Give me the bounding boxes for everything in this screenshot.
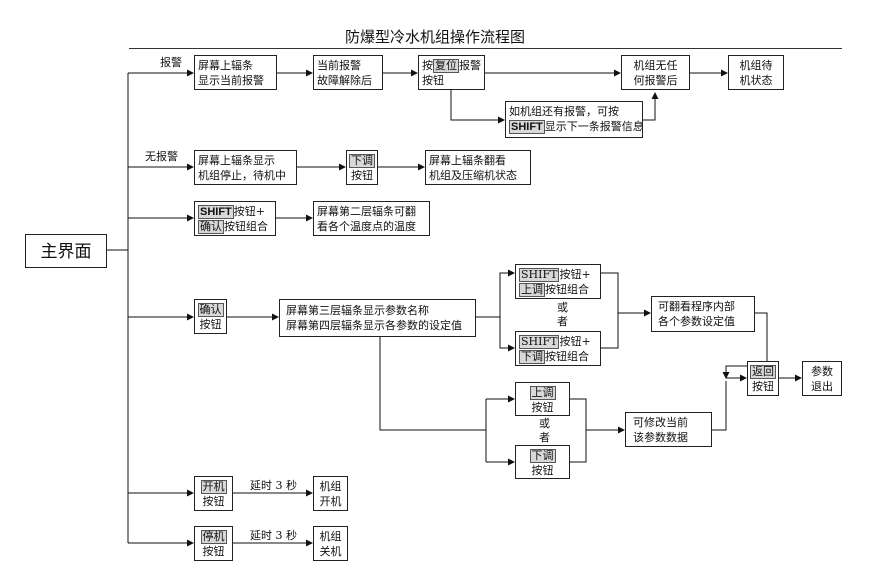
exit-params-box: 参数 退出 <box>802 361 842 396</box>
or-label-2: 者 <box>539 431 550 444</box>
modify-param-box: 可修改当前 该参数数据 <box>625 412 712 447</box>
unit-on-line2: 开机 <box>319 495 342 508</box>
return-button-box: 返回 按钮 <box>747 361 779 396</box>
start-button-label: 按钮 <box>202 495 225 508</box>
down-suffix: 按钮组合 <box>545 350 589 363</box>
confirm-button-label: 按钮 <box>199 318 222 331</box>
standby-line2: 机状态 <box>739 74 773 87</box>
main-interface-label: 主界面 <box>40 242 92 262</box>
temperature-view-line1: 屏幕第二层辐条可翻 <box>317 205 416 218</box>
temperature-view-box: 屏幕第二层辐条可翻 看各个温度点的温度 <box>313 201 430 236</box>
exit-params-line2: 退出 <box>811 380 833 393</box>
start-delay-label: 延时 3 秒 <box>250 479 297 492</box>
no-alarm-unit-line2: 何报警后 <box>633 74 678 87</box>
more-alarms-line2: 显示下一条报警信息 <box>544 120 643 133</box>
stop-key[interactable]: 停机 <box>200 530 227 544</box>
confirm-button-box: 确认 按钮 <box>194 299 227 334</box>
page-title: 防爆型冷水机组操作流程图 <box>344 28 525 46</box>
or-label: 或 <box>557 301 568 314</box>
alarm-cleared-line2: 故障解除后 <box>317 74 372 87</box>
stop-delay-label: 延时 3 秒 <box>250 529 297 542</box>
shift-suffix: 按钮+ <box>233 205 265 218</box>
parameter-screens-box: 屏幕第三层辐条显示参数名称 屏幕第四层辐条显示各参数的设定值 <box>279 299 476 337</box>
browse-params-line1: 可翻看程序内部 <box>658 300 735 313</box>
press-prefix: 按 <box>422 59 433 72</box>
unit-off-line1: 机组 <box>319 530 342 543</box>
return-key[interactable]: 返回 <box>750 365 776 379</box>
unit-status-line1: 屏幕上辐条翻看 <box>429 154 506 167</box>
standby-box: 机组待 机状态 <box>728 55 784 90</box>
branch-label-no-alarm: 无报警 <box>145 150 178 163</box>
down-button-label: 按钮 <box>531 464 554 477</box>
shift-key[interactable]: SHIFT <box>198 205 234 219</box>
down-button-box: 下调 按钮 <box>346 150 378 185</box>
parameter-screens-line1: 屏幕第三层辐条显示参数名称 <box>286 304 429 317</box>
down-key[interactable]: 下调 <box>519 350 545 364</box>
unit-on-box: 机组 开机 <box>313 476 348 511</box>
alarm-cleared-line1: 当前报警 <box>317 59 361 72</box>
down-key[interactable]: 下调 <box>529 449 556 463</box>
standby-screen-line1: 屏幕上辐条显示 <box>198 154 275 167</box>
reset-key[interactable]: 复位 <box>433 59 459 73</box>
confirm-suffix: 按钮组合 <box>224 220 268 233</box>
no-alarm-unit-box: 机组无任 何报警后 <box>621 55 690 90</box>
or-label: 或 <box>539 417 550 430</box>
unit-status-box: 屏幕上辐条翻看 机组及压缩机状态 <box>425 150 531 185</box>
start-button-box: 开机 按钮 <box>194 476 233 511</box>
unit-off-line2: 关机 <box>319 545 342 558</box>
up-suffix: 按钮组合 <box>545 283 589 296</box>
shift-suffix: 按钮+ <box>559 335 591 348</box>
press-reset-box: 按复位报警 按钮 <box>418 55 485 90</box>
no-alarm-unit-line1: 机组无任 <box>633 59 678 72</box>
alarm-screen-line1: 屏幕上辐条 <box>198 59 253 72</box>
title-rule <box>129 48 842 49</box>
browse-params-line2: 各个参数设定值 <box>658 315 735 328</box>
alarm-screen-box: 屏幕上辐条 显示当前报警 <box>194 55 277 90</box>
stop-button-box: 停机 按钮 <box>194 526 233 561</box>
shift-suffix: 按钮+ <box>559 268 591 281</box>
standby-screen-line2: 机组停止，待机中 <box>198 169 286 182</box>
up-button-label: 按钮 <box>531 401 554 414</box>
press-suffix: 报警 <box>459 59 481 72</box>
return-button-label: 按钮 <box>752 380 774 393</box>
down-key[interactable]: 下调 <box>349 154 375 168</box>
more-alarms-line1: 如机组还有报警，可按 <box>509 105 619 118</box>
stop-button-label: 按钮 <box>202 545 225 558</box>
confirm-key[interactable]: 确认 <box>198 220 224 234</box>
confirm-key[interactable]: 确认 <box>197 303 224 317</box>
browse-params-box: 可翻看程序内部 各个参数设定值 <box>651 296 755 332</box>
standby-line1: 机组待 <box>739 59 773 72</box>
down-button-box: 下调 按钮 <box>515 445 570 479</box>
shift-key[interactable]: SHIFT <box>519 335 560 349</box>
down-button-label: 按钮 <box>351 169 373 182</box>
parameter-screens-line2: 屏幕第四层辐条显示各参数的设定值 <box>286 319 462 332</box>
up-key[interactable]: 上调 <box>519 283 545 297</box>
alarm-cleared-box: 当前报警 故障解除后 <box>313 55 383 90</box>
up-button-box: 上调 按钮 <box>515 382 570 416</box>
temperature-view-line2: 看各个温度点的温度 <box>317 220 416 233</box>
branch-label-alarm: 报警 <box>160 56 182 69</box>
unit-status-line2: 机组及压缩机状态 <box>429 169 517 182</box>
modify-param-line1: 可修改当前 <box>633 416 688 429</box>
or-label-2: 者 <box>557 315 568 328</box>
unit-off-box: 机组 关机 <box>313 526 348 561</box>
exit-params-line1: 参数 <box>811 365 833 378</box>
start-key[interactable]: 开机 <box>200 480 227 494</box>
up-key[interactable]: 上调 <box>529 386 556 400</box>
standby-screen-box: 屏幕上辐条显示 机组停止，待机中 <box>194 150 297 185</box>
main-interface-box: 主界面 <box>25 234 107 268</box>
modify-param-line2: 该参数数据 <box>633 431 688 444</box>
shift-key[interactable]: SHIFT <box>509 120 545 134</box>
unit-on-line1: 机组 <box>319 480 342 493</box>
press-button-label: 按钮 <box>422 74 444 87</box>
alarm-screen-line2: 显示当前报警 <box>198 74 264 87</box>
shift-key[interactable]: SHIFT <box>519 268 560 282</box>
